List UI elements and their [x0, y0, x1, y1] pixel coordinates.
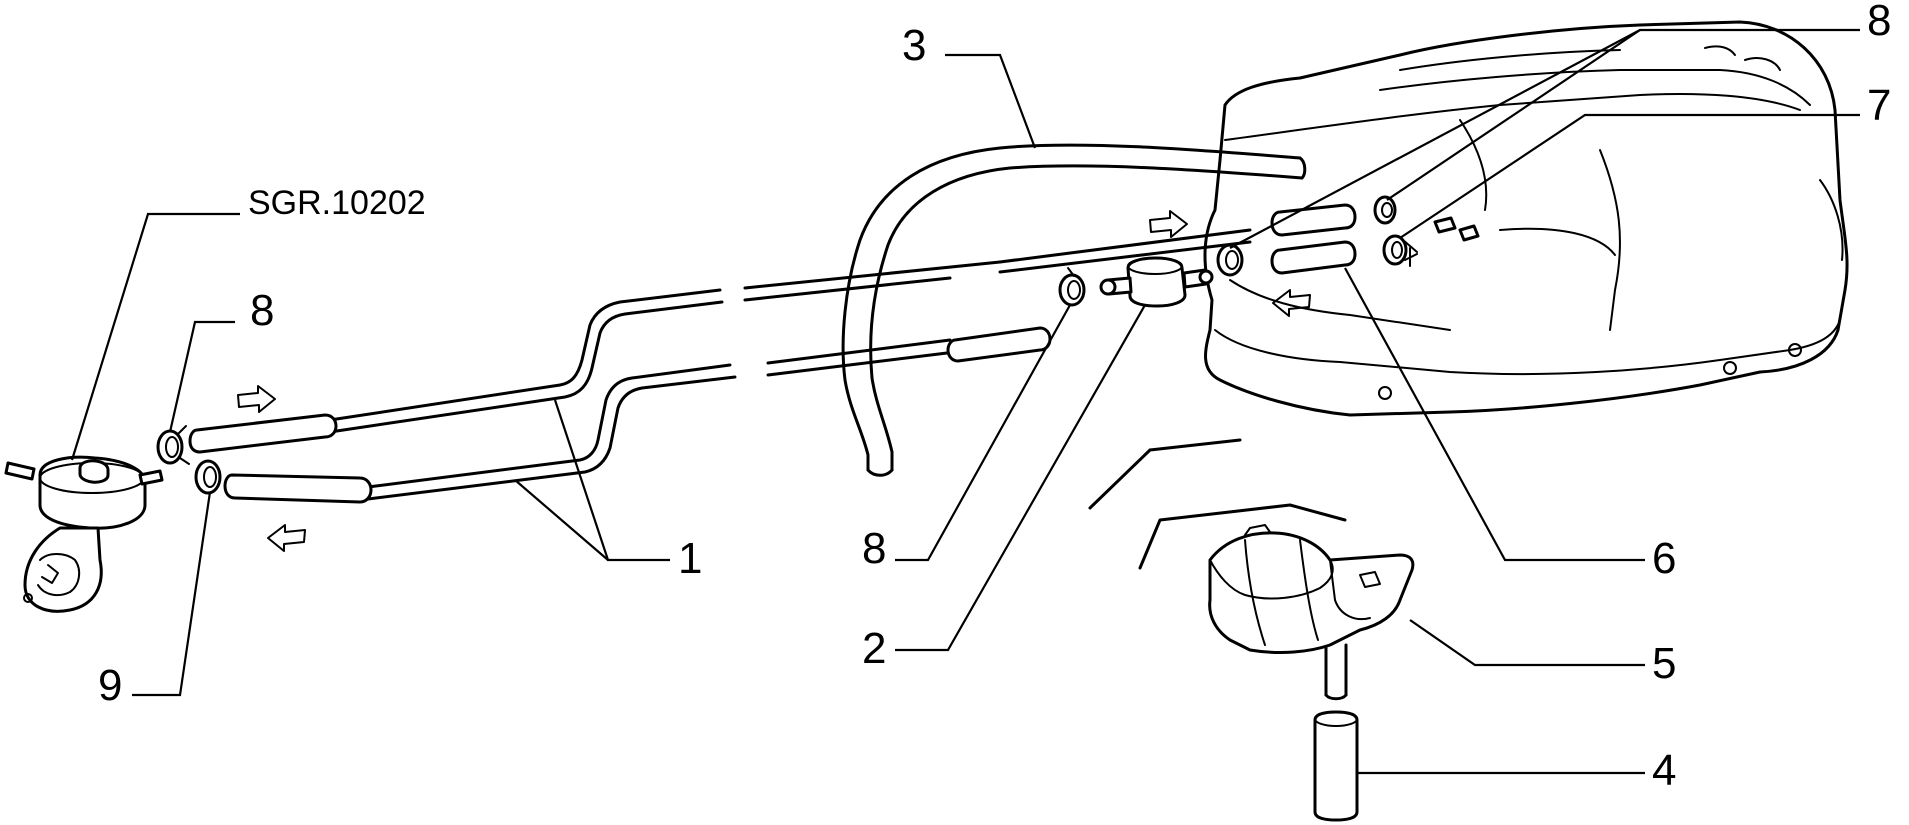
callout-3: 3 [902, 21, 926, 70]
flow-arrow-icon [237, 385, 276, 413]
callout-5: 5 [1652, 639, 1676, 688]
flow-arrow-icon [267, 524, 306, 552]
callout-4: 4 [1652, 746, 1676, 795]
vent-hose [841, 143, 1307, 477]
clamp-7 [1382, 234, 1418, 267]
callout-7: 7 [1867, 81, 1891, 130]
flow-arrow-icon [1272, 289, 1311, 317]
flow-arrow-icon [1149, 210, 1188, 238]
callout-6: 6 [1652, 534, 1676, 583]
fuel-tank [1203, 20, 1849, 417]
protective-sleeve [1313, 710, 1359, 822]
callout-2: 2 [862, 624, 886, 673]
fuel-pump [4, 455, 164, 613]
fuel-filter [1099, 256, 1214, 308]
clamp-8-mid [1058, 267, 1086, 307]
clamp-8-top [1216, 195, 1397, 277]
leader-lines [70, 28, 1860, 775]
callout-9: 9 [98, 661, 122, 710]
callout-1: 1 [678, 534, 702, 583]
fuel-pipe-assembly [188, 203, 1357, 504]
clamp-8-left [156, 425, 190, 465]
protective-cover [1088, 438, 1415, 701]
callout-8-top: 8 [1867, 0, 1891, 45]
clamp-9 [194, 459, 222, 495]
callout-8-mid: 8 [862, 524, 886, 573]
reference-code: SGR.10202 [248, 184, 426, 222]
hose-clamps [156, 195, 1418, 495]
callout-8-left: 8 [250, 286, 274, 335]
